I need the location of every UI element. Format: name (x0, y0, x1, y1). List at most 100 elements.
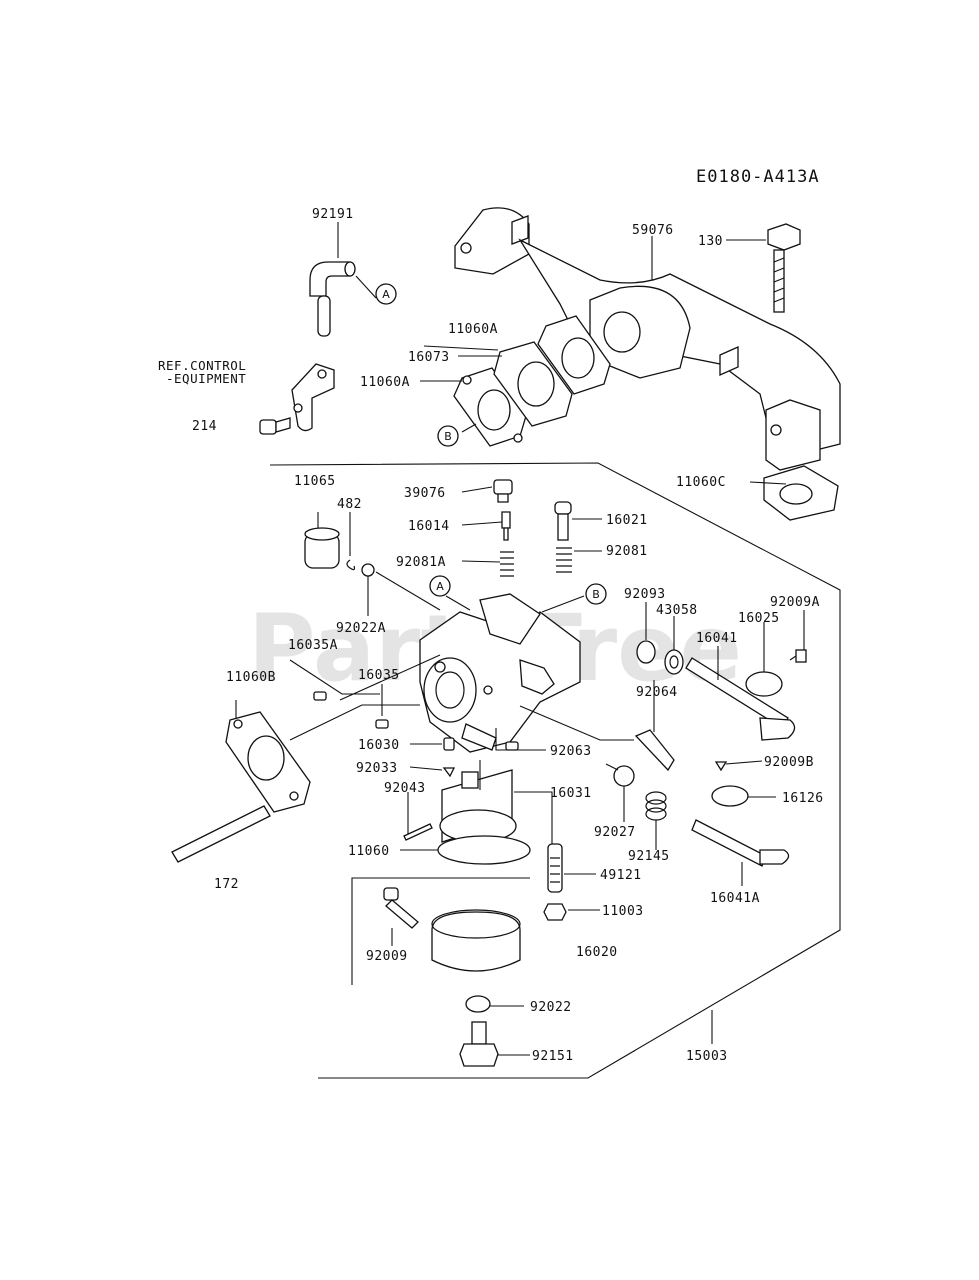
spring-92081a (500, 551, 514, 577)
label-92191: 92191 (312, 207, 354, 222)
needle-16014 (501, 511, 511, 541)
label-16041a: 16041A (710, 891, 760, 906)
spring-92145 (645, 791, 667, 821)
callout-b-top: B (437, 425, 459, 447)
label-214: 214 (192, 419, 217, 434)
bolt-92151 (459, 1021, 499, 1067)
float-bowl-16020 (431, 909, 521, 972)
diagram-code: E0180-A413A (696, 167, 820, 187)
label-11060: 11060 (348, 844, 390, 859)
ref-note-line1: REF.CONTROL (158, 358, 246, 373)
label-16014: 16014 (408, 519, 450, 534)
part-16030 (443, 737, 455, 751)
label-16030: 16030 (358, 738, 400, 753)
svg-text:B: B (444, 430, 452, 443)
screw-92009a (789, 649, 807, 663)
label-92145: 92145 (628, 849, 670, 864)
label-11060a-mid: 11060A (360, 375, 410, 390)
label-16126: 16126 (782, 791, 824, 806)
pilot-screw-92064 (634, 729, 675, 772)
bolt-part-214 (259, 417, 291, 435)
screw-92009b (714, 761, 728, 772)
label-16073: 16073 (408, 350, 450, 365)
label-11060a-top: 11060A (448, 322, 498, 337)
stud-172 (171, 805, 271, 863)
throttle-shaft-16041 (685, 657, 796, 741)
label-16035a: 16035A (288, 638, 338, 653)
label-130: 130 (698, 234, 723, 249)
svg-text:A: A (382, 288, 390, 301)
callout-a-top: A (375, 283, 397, 305)
bracket-part (291, 363, 335, 432)
spring-92081 (556, 547, 572, 573)
leader-lines (235, 222, 805, 1056)
washer-92022a (361, 563, 375, 577)
label-92022: 92022 (530, 1000, 572, 1015)
carburetor-body (419, 593, 581, 753)
svg-text:A: A (436, 580, 444, 593)
screw-16035a (313, 691, 327, 701)
assembly-frame (269, 462, 841, 1079)
throttle-plate-16025 (745, 671, 783, 697)
label-92151: 92151 (532, 1049, 574, 1064)
jet-92063 (505, 741, 519, 751)
callout-a-carb: A (429, 575, 451, 597)
label-92009b: 92009B (764, 755, 814, 770)
label-16031: 16031 (550, 786, 592, 801)
screw-92009 (383, 887, 419, 929)
choke-plate-16126 (711, 785, 749, 807)
choke-shaft-16041a (691, 819, 790, 867)
label-16025: 16025 (738, 611, 780, 626)
callout-b-carb: B (585, 583, 607, 605)
label-16021: 16021 (606, 513, 648, 528)
label-92043: 92043 (384, 781, 426, 796)
air-filter-frame (351, 877, 530, 985)
label-15003: 15003 (686, 1049, 728, 1064)
label-92022a: 92022A (336, 621, 386, 636)
washer-92022 (465, 995, 491, 1013)
label-11065: 11065 (294, 474, 336, 489)
clip-part-482 (346, 559, 356, 571)
screw-16035 (375, 719, 389, 729)
label-11060c: 11060C (676, 475, 726, 490)
elbow-part-92191 (309, 261, 356, 337)
intake-manifold-59076 (454, 207, 841, 471)
label-92033: 92033 (356, 761, 398, 776)
bolt-part-130 (767, 223, 801, 313)
label-92027: 92027 (594, 825, 636, 840)
gasket-11060a-front (453, 367, 527, 447)
jet-49121 (547, 843, 563, 893)
label-92081: 92081 (606, 544, 648, 559)
label-16020: 16020 (576, 945, 618, 960)
label-11003: 11003 (602, 904, 644, 919)
insulator-16073 (493, 341, 573, 427)
label-16041: 16041 (696, 631, 738, 646)
label-59076: 59076 (632, 223, 674, 238)
cap-part-11065 (304, 527, 340, 569)
label-16035: 16035 (358, 668, 400, 683)
label-92064: 92064 (636, 685, 678, 700)
screw-16021 (554, 501, 572, 541)
gasket-11060b (225, 711, 311, 813)
label-49121: 49121 (600, 868, 642, 883)
nozzle-39076 (493, 479, 513, 503)
label-92063: 92063 (550, 744, 592, 759)
svg-text:B: B (592, 588, 600, 601)
float-16031 (439, 769, 517, 843)
label-92081a: 92081A (396, 555, 446, 570)
label-43058: 43058 (656, 603, 698, 618)
label-172: 172 (214, 877, 239, 892)
label-11060b: 11060B (226, 670, 276, 685)
label-39076: 39076 (404, 486, 446, 501)
label-482: 482 (337, 497, 362, 512)
pin-92043 (403, 823, 433, 841)
ref-note-line2: -EQUIPMENT (166, 371, 246, 386)
gasket-11060 (437, 835, 531, 865)
label-92009: 92009 (366, 949, 408, 964)
label-92009a: 92009A (770, 595, 820, 610)
part-labels: 92191 59076 130 11060A 16073 11060A 214 … (192, 207, 824, 1064)
seal-43058 (664, 649, 684, 675)
o-ring-92093 (636, 640, 656, 664)
